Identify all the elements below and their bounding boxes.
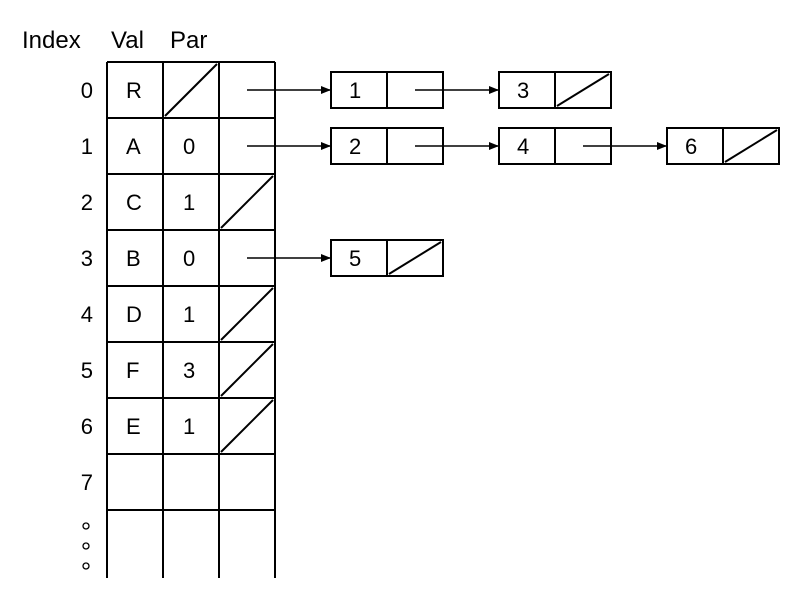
table-row: 4 D 1	[81, 287, 274, 341]
table-row: 7	[81, 470, 93, 495]
row-index: 1	[81, 134, 93, 159]
par-cell: 1	[183, 302, 195, 327]
val-cell: D	[126, 302, 142, 327]
header-val: Val	[111, 27, 144, 54]
table-row: 3 B 0	[81, 246, 196, 271]
table-row: 5 F 3	[81, 343, 274, 397]
null-pointer-slash	[220, 343, 274, 397]
row-index: 5	[81, 358, 93, 383]
header-par: Par	[170, 27, 207, 54]
list-node: 5	[330, 239, 444, 277]
val-cell: F	[126, 358, 139, 383]
row-index: 6	[81, 414, 93, 439]
null-pointer-slash	[220, 399, 274, 453]
par-cell: 0	[183, 134, 195, 159]
table-row: 1 A 0	[81, 134, 196, 159]
null-next-slash	[724, 129, 778, 163]
node-value: 2	[349, 134, 361, 159]
list-node: 1	[330, 71, 499, 109]
row-index: 2	[81, 190, 93, 215]
par-cell: 1	[183, 414, 195, 439]
list-node: 6	[666, 127, 780, 165]
table-row: 6 E 1	[81, 399, 274, 453]
val-cell: C	[126, 190, 142, 215]
val-cell: B	[126, 246, 141, 271]
null-next-slash	[388, 241, 442, 275]
node-value: 3	[517, 78, 529, 103]
child-list: 2 4 6	[247, 127, 780, 165]
par-cell: 0	[183, 246, 195, 271]
node-value: 4	[517, 134, 529, 159]
list-node: 4	[498, 127, 667, 165]
list-node: 2	[330, 127, 499, 165]
val-cell: E	[126, 414, 141, 439]
child-list: 5	[247, 239, 444, 277]
row-index: 0	[81, 78, 93, 103]
val-cell: A	[126, 134, 141, 159]
node-value: 1	[349, 78, 361, 103]
list-node: 3	[498, 71, 612, 109]
table-row: 2 C 1	[81, 175, 274, 229]
header-index: Index	[22, 27, 81, 54]
row-index: 3	[81, 246, 93, 271]
continuation-ellipsis	[82, 522, 90, 570]
par-cell: 3	[183, 358, 195, 383]
par-cell: 1	[183, 190, 195, 215]
null-pointer-slash	[220, 175, 274, 229]
node-value: 6	[685, 134, 697, 159]
val-cell: R	[126, 78, 142, 103]
null-pointer-slash	[220, 287, 274, 341]
row-index: 4	[81, 302, 93, 327]
row-index: 7	[81, 470, 93, 495]
null-parent-slash	[164, 63, 218, 117]
null-next-slash	[556, 73, 610, 107]
node-value: 5	[349, 246, 361, 271]
array-table	[106, 61, 276, 578]
